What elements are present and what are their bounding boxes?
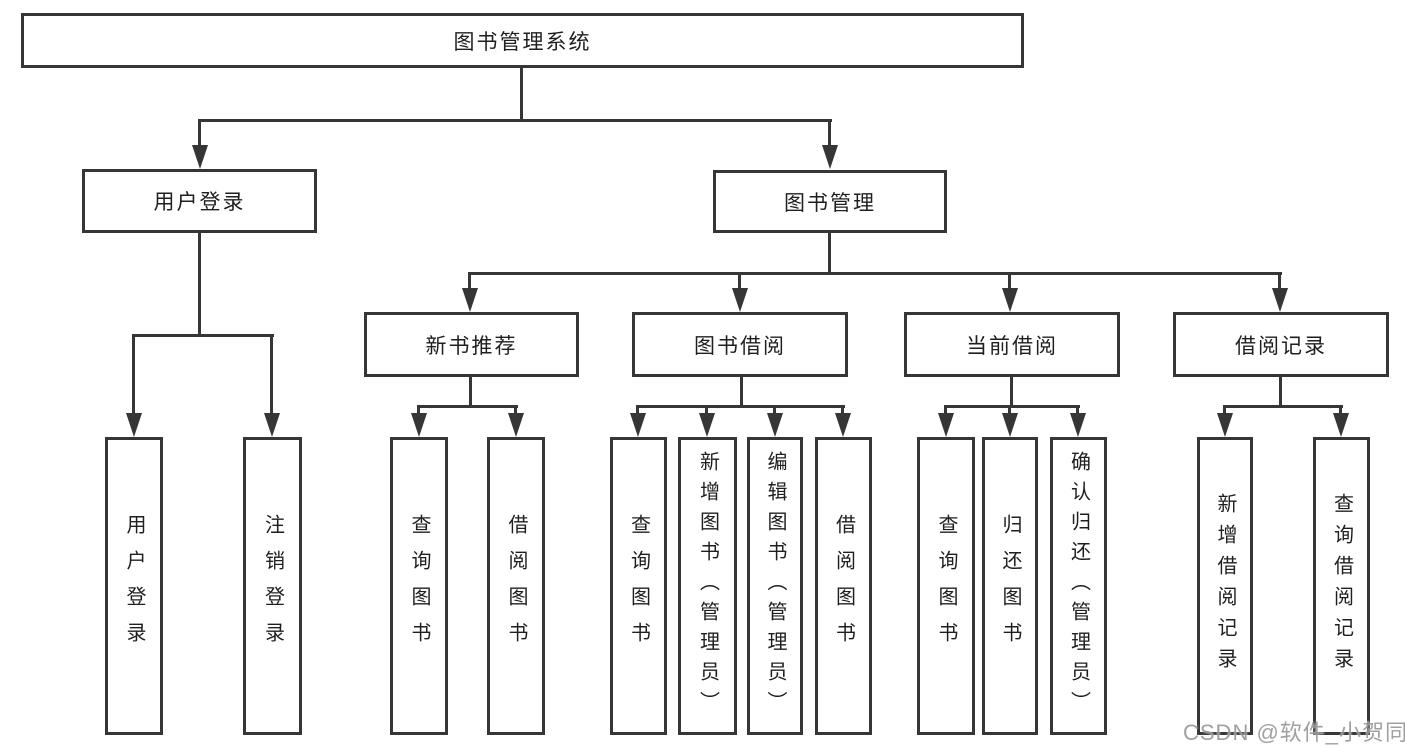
leaf-nb-query-books-label: 查询图书 bbox=[408, 514, 430, 658]
node-user-login: 用户登录 bbox=[82, 169, 317, 233]
leaf-nb-borrow-books-label: 借阅图书 bbox=[505, 514, 527, 658]
node-book-borrow: 图书借阅 bbox=[632, 312, 848, 377]
leaf-br-add-record-label: 新增借阅记录 bbox=[1214, 493, 1236, 679]
leaf-nb-query-books: 查询图书 bbox=[390, 437, 448, 735]
leaf-br-query-record: 查询借阅记录 bbox=[1313, 437, 1370, 735]
edge-borrow-records-stem bbox=[1279, 377, 1282, 407]
arrow-to-book-borrow bbox=[731, 272, 748, 312]
edge-new-book-stem bbox=[469, 377, 472, 407]
leaf-cb-return-books-label: 归还图书 bbox=[999, 514, 1021, 658]
leaf-bb-edit-books-admin-label: 编辑图书（管理员） bbox=[764, 451, 786, 721]
arrow-to-current-borrow bbox=[1001, 272, 1018, 312]
leaf-bb-add-books-admin: 新增图书（管理员） bbox=[678, 437, 737, 735]
edge-current-borrow-bar bbox=[944, 405, 1080, 408]
leaf-bb-query-books-label: 查询图书 bbox=[627, 514, 650, 658]
leaf-bb-borrow-books-label: 借阅图书 bbox=[832, 514, 855, 658]
arrow-to-leaf-cb-query bbox=[937, 405, 954, 437]
node-current-borrow: 当前借阅 bbox=[904, 312, 1120, 377]
leaf-cb-confirm-return-admin: 确认归还（管理员） bbox=[1050, 437, 1107, 735]
leaf-logout: 注销登录 bbox=[243, 437, 302, 735]
node-book-borrow-label: 图书借阅 bbox=[694, 334, 786, 358]
node-user-login-label: 用户登录 bbox=[153, 191, 246, 214]
edge-book-borrow-stem bbox=[740, 377, 743, 407]
node-current-borrow-label: 当前借阅 bbox=[966, 334, 1058, 358]
node-borrow-records-label: 借阅记录 bbox=[1235, 334, 1327, 358]
leaf-bb-borrow-books: 借阅图书 bbox=[815, 437, 872, 735]
edge-current-borrow-stem bbox=[1010, 377, 1013, 407]
leaf-br-query-record-label: 查询借阅记录 bbox=[1330, 493, 1353, 679]
leaf-user-login-label: 用户登录 bbox=[123, 514, 145, 658]
arrow-to-leaf-user-login bbox=[125, 334, 142, 437]
arrow-to-leaf-logout bbox=[263, 334, 280, 437]
leaf-nb-borrow-books: 借阅图书 bbox=[487, 437, 545, 735]
edge-book-mgmt-bar bbox=[468, 272, 1282, 275]
arrow-to-leaf-cb-confirm bbox=[1069, 405, 1086, 437]
arrow-to-leaf-bb-edit bbox=[766, 405, 783, 437]
leaf-logout-label: 注销登录 bbox=[261, 514, 284, 658]
leaf-br-add-record: 新增借阅记录 bbox=[1197, 437, 1253, 735]
leaf-cb-confirm-return-admin-label: 确认归还（管理员） bbox=[1067, 451, 1090, 721]
arrow-to-leaf-cb-return bbox=[1001, 405, 1018, 437]
arrow-to-user-login bbox=[191, 119, 208, 169]
node-borrow-records: 借阅记录 bbox=[1173, 312, 1389, 377]
leaf-cb-query-books-label: 查询图书 bbox=[935, 514, 957, 658]
edge-user-login-stem bbox=[198, 233, 201, 336]
edge-user-login-bar bbox=[133, 334, 274, 337]
leaf-cb-return-books: 归还图书 bbox=[982, 437, 1038, 735]
leaf-bb-edit-books-admin: 编辑图书（管理员） bbox=[747, 437, 803, 735]
edge-book-mgmt-stem bbox=[828, 233, 831, 274]
node-book-management: 图书管理 bbox=[713, 170, 947, 233]
arrow-to-book-mgmt bbox=[821, 119, 838, 169]
edge-borrow-records-bar bbox=[1223, 405, 1343, 408]
node-library-system: 图书管理系统 bbox=[21, 13, 1024, 68]
edge-root-stem bbox=[520, 68, 523, 121]
leaf-user-login: 用户登录 bbox=[105, 437, 163, 735]
leaf-bb-add-books-admin-label: 新增图书（管理员） bbox=[696, 451, 719, 721]
node-library-system-label: 图书管理系统 bbox=[453, 30, 592, 54]
arrow-to-leaf-bb-add bbox=[698, 405, 715, 437]
edge-book-borrow-bar bbox=[637, 405, 845, 408]
arrow-to-leaf-nb-borrow bbox=[507, 405, 524, 437]
edge-new-book-bar bbox=[418, 405, 518, 408]
edge-level1-bar bbox=[198, 119, 832, 122]
csdn-watermark: CSDN @软件_小贺同学 bbox=[1183, 720, 1405, 745]
leaf-cb-query-books: 查询图书 bbox=[917, 437, 975, 735]
arrow-to-leaf-nb-query bbox=[410, 405, 427, 437]
leaf-bb-query-books: 查询图书 bbox=[610, 437, 667, 735]
arrow-to-new-book bbox=[461, 272, 478, 312]
node-new-book-recommend: 新书推荐 bbox=[364, 312, 579, 377]
node-new-book-recommend-label: 新书推荐 bbox=[425, 334, 518, 358]
arrow-to-leaf-bb-query bbox=[629, 405, 646, 437]
arrow-to-leaf-br-add bbox=[1216, 405, 1233, 437]
arrow-to-leaf-bb-borrow bbox=[834, 405, 851, 437]
arrow-to-leaf-br-query bbox=[1332, 405, 1349, 437]
arrow-to-borrow-records bbox=[1271, 272, 1288, 312]
node-book-management-label: 图书管理 bbox=[784, 191, 876, 215]
